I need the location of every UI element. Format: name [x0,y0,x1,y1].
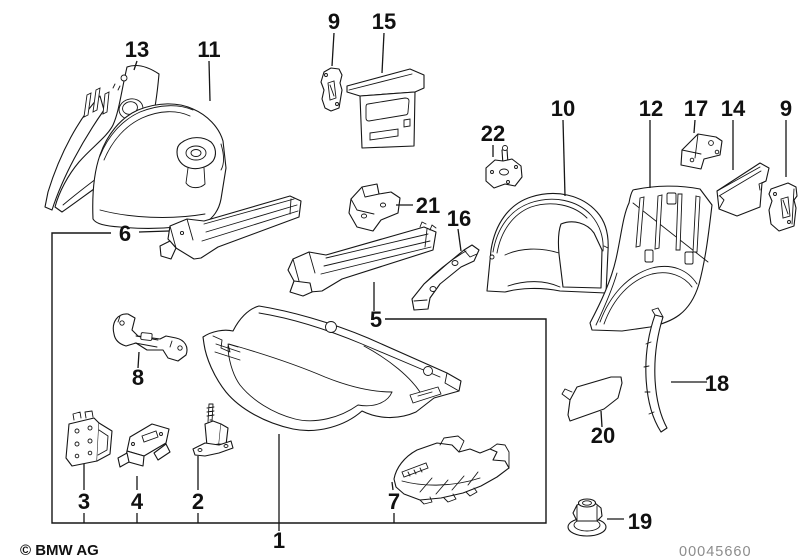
part-label-13[interactable]: 13 [125,37,149,62]
part-label-19[interactable]: 19 [628,509,652,534]
part-drawing-3 [65,410,113,467]
part-label-11[interactable]: 11 [197,37,220,62]
part-drawing-9-right [768,182,798,232]
part-label-3[interactable]: 3 [78,489,90,514]
part-label-9-top[interactable]: 9 [328,9,340,34]
part-drawing-5 [287,221,437,297]
part-drawing-11 [92,103,227,229]
part-label-14[interactable]: 14 [721,96,746,121]
part-label-6[interactable]: 6 [119,221,131,246]
part-drawing-4 [117,423,171,468]
part-drawing-9-top [320,67,343,112]
part-label-10[interactable]: 10 [551,96,575,121]
part-drawing-18 [643,307,668,433]
part-drawing-1 [202,305,462,432]
copyright-text: © BMW AG [20,542,99,559]
part-drawing-22 [485,145,523,189]
part-drawing-7 [393,435,510,505]
part-label-1[interactable]: 1 [273,528,285,553]
part-drawing-19 [567,498,607,537]
diagram-code-text: 00045660 [679,544,752,559]
part-label-18[interactable]: 18 [705,371,729,396]
part-drawing-8 [112,313,188,362]
part-drawing-21 [348,183,401,232]
part-label-8[interactable]: 8 [132,365,144,390]
part-label-5[interactable]: 5 [370,307,382,332]
part-label-12[interactable]: 12 [639,96,663,121]
part-label-22[interactable]: 22 [481,121,505,146]
part-label-2[interactable]: 2 [192,489,204,514]
leader-lines [51,32,787,531]
part-drawing-14 [716,162,770,217]
part-label-21[interactable]: 21 [416,193,440,218]
part-drawing-17 [680,133,723,170]
part-drawing-6 [159,195,302,260]
part-label-16[interactable]: 16 [447,206,471,231]
part-label-9-right[interactable]: 9 [780,96,792,121]
part-drawing-12 [589,185,713,332]
part-label-20[interactable]: 20 [591,423,615,448]
part-label-17[interactable]: 17 [684,96,708,121]
part-label-15[interactable]: 15 [372,9,396,34]
part-label-4[interactable]: 4 [131,489,144,514]
part-drawing-16 [411,244,480,311]
part-drawing-2 [192,403,234,457]
part-drawing-15 [346,68,425,149]
part-label-7[interactable]: 7 [388,489,400,514]
part-drawing-20 [561,376,623,422]
part-drawing-10 [486,193,609,294]
